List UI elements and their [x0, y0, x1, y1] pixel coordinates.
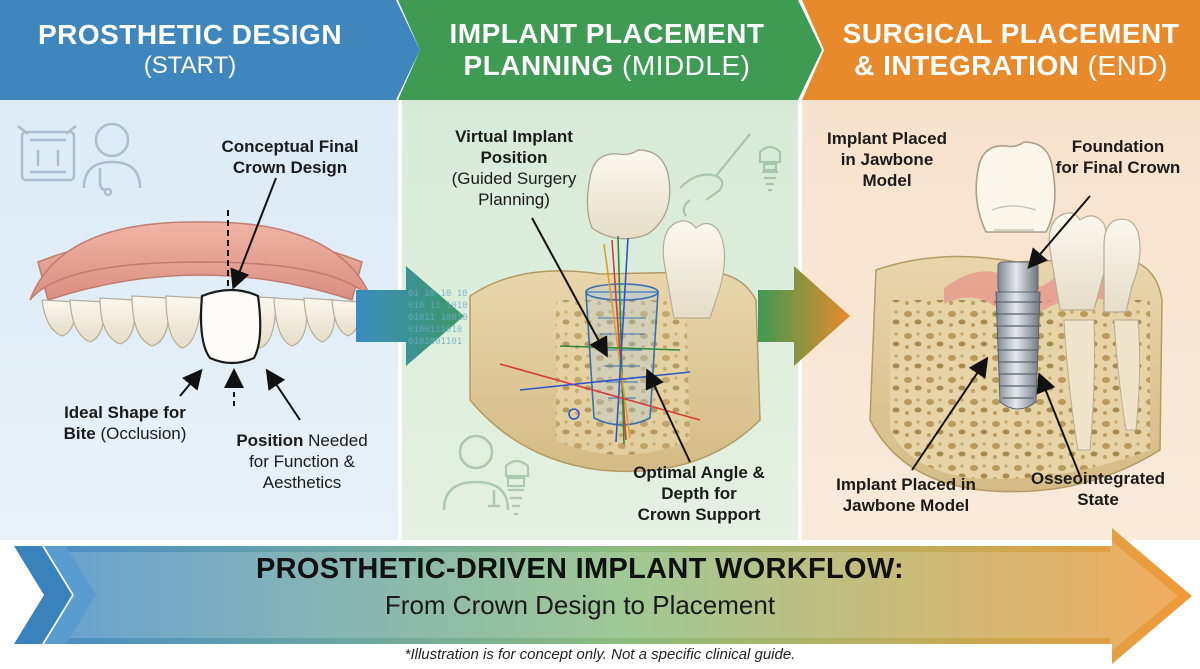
implant-icon	[758, 145, 782, 192]
binary-code: 01 10 10 10 010 11 1010 01011 10010 0100…	[408, 289, 468, 347]
label-virtual-implant: Virtual Implant Position (Guided Surgery…	[424, 126, 604, 210]
flow-arrow-2	[758, 266, 850, 366]
label-ideal-shape: Ideal Shape for Bite (Occlusion)	[30, 402, 220, 444]
label-line: Crown Support	[637, 505, 761, 524]
binary-line: 0100111010	[408, 325, 462, 335]
label-line: for Final Crown	[1055, 158, 1181, 177]
label-position: Position Needed for Function & Aesthetic…	[222, 430, 382, 493]
label-line: Bite	[63, 424, 96, 443]
label-line: Planning)	[478, 190, 550, 209]
header-phase: (MIDDLE)	[622, 50, 751, 81]
dentist-icon	[82, 122, 142, 197]
label-line: Virtual Implant	[455, 127, 573, 146]
workflow-banner-arrow	[60, 528, 1192, 664]
header-phase: (END)	[1087, 50, 1168, 81]
label-line: State	[1077, 490, 1119, 509]
label-line: Ideal Shape for	[64, 403, 186, 422]
dentist-icon	[442, 434, 510, 511]
header-surgical-placement: SURGICAL PLACEMENT & INTEGRATION (END)	[802, 0, 1200, 100]
label-line: (Occlusion)	[100, 424, 187, 443]
label-line: Model	[862, 171, 912, 190]
label-line: Optimal Angle &	[633, 463, 765, 482]
binary-line: 0101001101	[408, 337, 462, 347]
header-prosthetic-design: PROSTHETIC DESIGN (START)	[0, 0, 420, 100]
label-line: in Jawbone	[840, 150, 934, 169]
label-line: Position	[236, 431, 304, 450]
header-title: IMPLANT PLACEMENT	[449, 18, 765, 49]
banner-chevrons	[14, 546, 96, 644]
label-line: Conceptual Final	[221, 137, 359, 156]
binary-line: 01011 10010	[408, 313, 468, 323]
label-optimal-angle: Optimal Angle & Depth for Crown Support	[614, 462, 784, 525]
articulator-icon	[17, 125, 77, 182]
label-line: Depth for	[661, 484, 737, 503]
header-title-line2: & INTEGRATION	[854, 50, 1080, 81]
header-phase: (START)	[143, 52, 237, 79]
label-line: Osseointegrated	[1030, 469, 1166, 488]
label-implant-placed-bottom: Implant Placed in Jawbone Model	[816, 474, 996, 516]
label-foundation: Foundation for Final Crown	[1040, 136, 1196, 178]
label-line: Jawbone Model	[842, 496, 970, 515]
binary-line: 010 11 1010	[408, 301, 468, 311]
label-line: Foundation	[1071, 137, 1165, 156]
binary-line: 01 10 10 10	[408, 289, 468, 299]
flow-arrow-1	[356, 266, 464, 366]
header-title-line2: PLANNING	[463, 50, 614, 81]
callout-arrows-section1	[179, 177, 301, 421]
label-line: (Guided Surgery	[451, 169, 577, 188]
label-implant-placed-top: Implant Placed in Jawbone Model	[812, 128, 962, 191]
footnote: *Illustration is for concept only. Not a…	[404, 646, 796, 663]
label-line: Needed	[308, 431, 368, 450]
label-line: Crown Design	[232, 158, 348, 177]
dental-arch	[29, 221, 373, 365]
header-title: SURGICAL PLACEMENT	[842, 18, 1180, 49]
label-line: Aesthetics	[262, 473, 342, 492]
label-line: for Function &	[249, 452, 355, 471]
implant-icon	[504, 459, 530, 516]
banner-subtitle: From Crown Design to Placement	[384, 590, 776, 620]
label-osseointegrated: Osseointegrated State	[1010, 468, 1186, 510]
scalpel-hand-icon	[679, 133, 751, 217]
header-implant-planning: IMPLANT PLACEMENT PLANNING (MIDDLE)	[398, 0, 822, 100]
label-conceptual-crown: Conceptual Final Crown Design	[205, 136, 375, 178]
callout-arrows-section2	[531, 217, 691, 463]
jaw-model-section3	[869, 212, 1163, 493]
label-line: Implant Placed in	[836, 475, 976, 494]
label-line: Implant Placed	[827, 129, 947, 148]
callout-arrows-section3	[911, 195, 1091, 477]
label-line: Position	[480, 148, 548, 167]
banner-title: PROSTHETIC-DRIVEN IMPLANT WORKFLOW:	[256, 553, 904, 585]
header-title: PROSTHETIC DESIGN	[37, 19, 343, 50]
crown-outline	[975, 141, 1056, 233]
